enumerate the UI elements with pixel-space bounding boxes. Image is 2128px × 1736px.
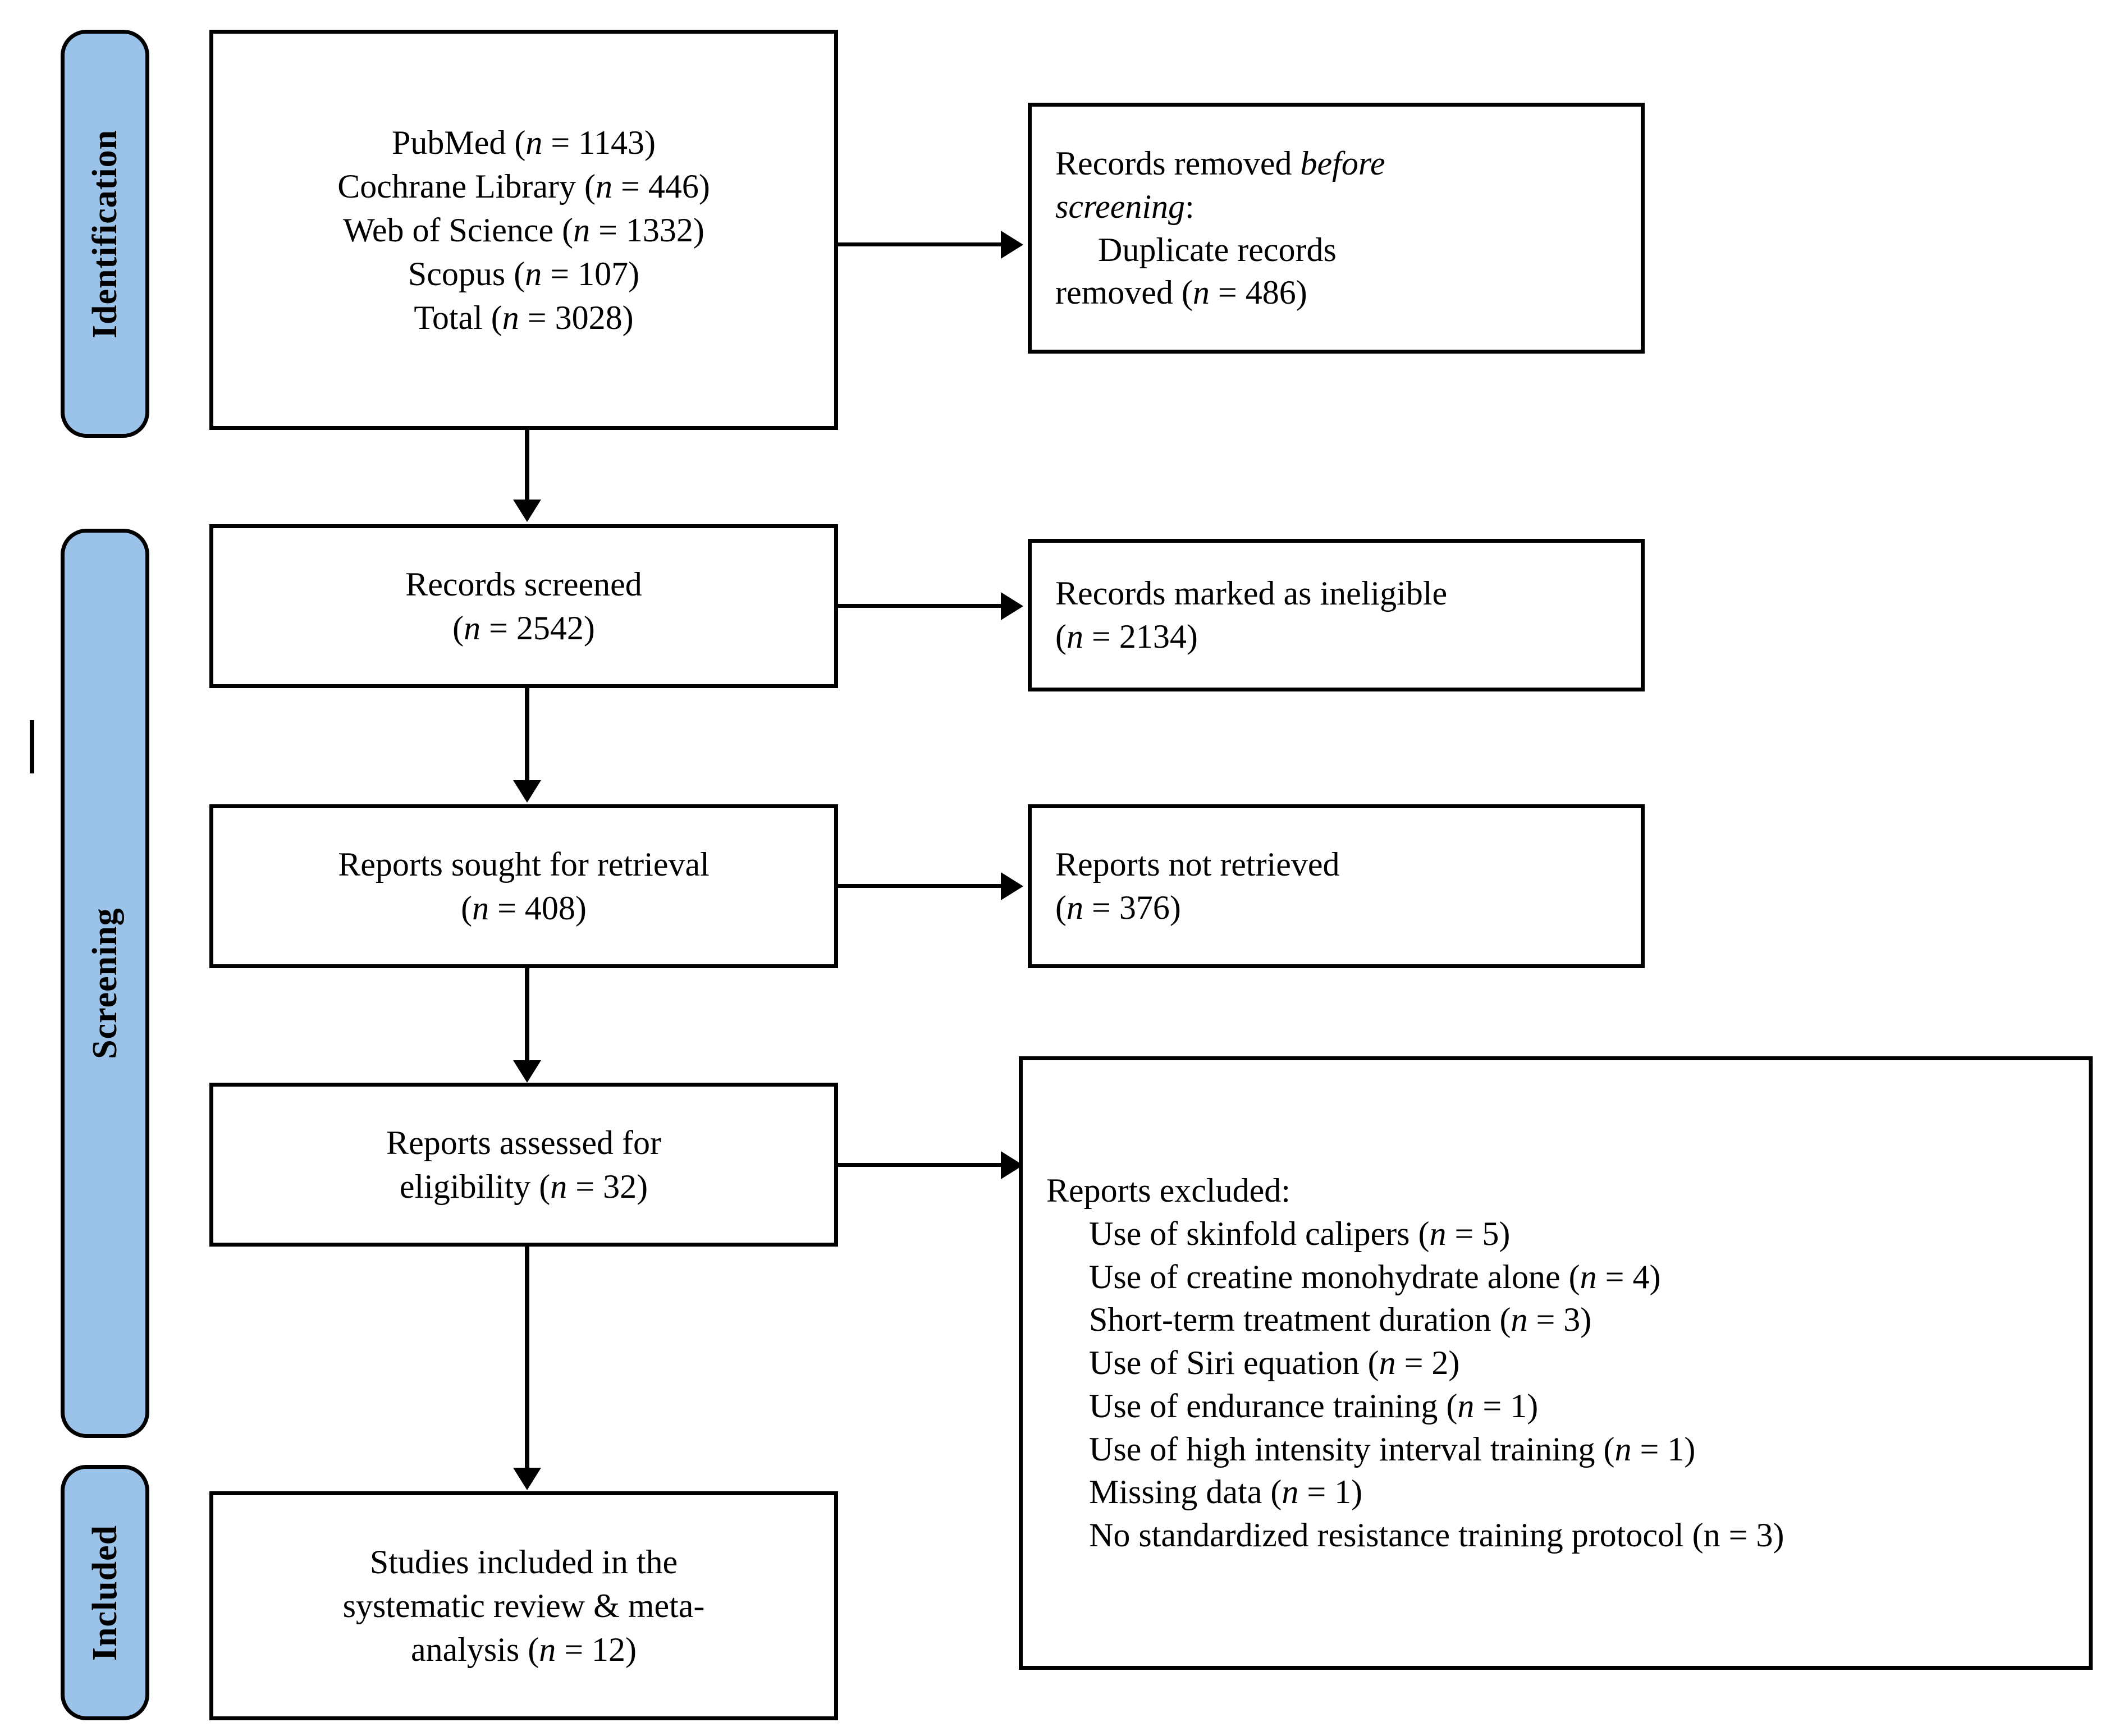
source-line-cochrane: Cochrane Library (n = 446) xyxy=(337,167,710,205)
studies-included-line-2: systematic review & meta- xyxy=(342,1587,705,1624)
records-removed-heading: Records removed before xyxy=(1055,144,1385,182)
phase-band-included: Included xyxy=(61,1465,149,1720)
reports-sought-text: Reports sought for retrieval (n = 408) xyxy=(323,842,724,930)
reports-assessed-text: Reports assessed for eligibility (n = 32… xyxy=(372,1121,676,1208)
records-ineligible-line-2: (n = 2134) xyxy=(1055,618,1198,655)
box-studies-included: Studies included in the systematic revie… xyxy=(209,1491,838,1720)
records-removed-text: Records removed before screening: Duplic… xyxy=(1032,142,1385,314)
phase-label-included: Included xyxy=(86,1524,125,1661)
arrowhead-identified-to-removed xyxy=(1001,231,1023,259)
reports-sought-line-2: (n = 408) xyxy=(461,890,587,927)
reports-not-retrieved-text: Reports not retrieved (n = 376) xyxy=(1032,843,1340,929)
arrowhead-sought-to-assessed xyxy=(513,1060,541,1083)
studies-included-line-3: analysis (n = 12) xyxy=(410,1631,637,1668)
box-records-screened: Records screened (n = 2542) xyxy=(209,524,838,688)
source-line-total: Total (n = 3028) xyxy=(414,299,634,336)
reports-assessed-line-1: Reports assessed for xyxy=(386,1124,661,1161)
reports-excluded-reason: Use of Siri equation (n = 2) xyxy=(1089,1344,1460,1382)
reports-sought-line-1: Reports sought for retrieval xyxy=(338,846,710,883)
source-line-pubmed: PubMed (n = 1143) xyxy=(392,123,656,161)
records-removed-heading-cont: screening: xyxy=(1055,187,1195,225)
phase-label-identification: Identification xyxy=(86,129,125,338)
phase-band-screening: Screening xyxy=(61,529,149,1438)
box-reports-excluded: Reports excluded: Use of skinfold calipe… xyxy=(1019,1056,2093,1670)
box-records-ineligible: Records marked as ineligible (n = 2134) xyxy=(1028,539,1645,691)
source-line-scopus: Scopus (n = 107) xyxy=(408,255,640,292)
reports-excluded-reason: Use of high intensity interval training … xyxy=(1089,1430,1696,1468)
reports-not-retrieved-line-2: (n = 376) xyxy=(1055,889,1181,926)
records-screened-text: Records screened (n = 2542) xyxy=(391,562,656,650)
connector-assessed-to-excluded xyxy=(838,1163,1001,1167)
connector-identified-to-screened xyxy=(525,430,529,503)
connector-screened-to-ineligible xyxy=(838,604,1001,608)
phase-band-identification: Identification xyxy=(61,30,149,438)
connector-sought-to-assessed xyxy=(525,968,529,1064)
phase-label-screening: Screening xyxy=(86,908,124,1059)
records-removed-detail-2: removed (n = 486) xyxy=(1055,274,1307,312)
box-records-identified: PubMed (n = 1143) Cochrane Library (n = … xyxy=(209,30,838,430)
studies-included-line-1: Studies included in the xyxy=(369,1543,678,1581)
reports-excluded-reason: Use of skinfold calipers (n = 5) xyxy=(1089,1215,1511,1252)
records-identified-text: PubMed (n = 1143) Cochrane Library (n = … xyxy=(323,121,725,340)
box-reports-assessed: Reports assessed for eligibility (n = 32… xyxy=(209,1083,838,1247)
reports-excluded-reason: Use of creatine monohydrate alone (n = 4… xyxy=(1089,1258,1661,1295)
connector-sought-to-not-retrieved xyxy=(838,884,1001,888)
stray-tick-mark xyxy=(30,720,34,773)
records-ineligible-text: Records marked as ineligible (n = 2134) xyxy=(1032,572,1447,658)
box-reports-sought: Reports sought for retrieval (n = 408) xyxy=(209,804,838,968)
records-ineligible-line-1: Records marked as ineligible xyxy=(1055,575,1448,612)
box-records-removed: Records removed before screening: Duplic… xyxy=(1028,103,1645,354)
reports-excluded-reason: Short-term treatment duration (n = 3) xyxy=(1089,1301,1592,1339)
reports-excluded-reason: Use of endurance training (n = 1) xyxy=(1089,1387,1539,1424)
arrowhead-assessed-to-included xyxy=(513,1468,541,1490)
reports-excluded-heading: Reports excluded: xyxy=(1046,1171,1290,1209)
records-removed-detail-1: Duplicate records xyxy=(1098,231,1337,268)
box-reports-not-retrieved: Reports not retrieved (n = 376) xyxy=(1028,804,1645,968)
connector-identified-to-removed xyxy=(838,242,1001,246)
connector-assessed-to-included xyxy=(525,1247,529,1471)
source-line-wos: Web of Science (n = 1332) xyxy=(343,211,704,249)
records-screened-line-2: (n = 2542) xyxy=(452,610,595,647)
reports-assessed-line-2: eligibility (n = 32) xyxy=(399,1168,648,1205)
connector-screened-to-sought xyxy=(525,688,529,784)
reports-excluded-text: Reports excluded: Use of skinfold calipe… xyxy=(1023,1169,1784,1557)
arrowhead-identified-to-screened xyxy=(513,500,541,522)
arrowhead-sought-to-not-retrieved xyxy=(1001,872,1023,900)
studies-included-text: Studies included in the systematic revie… xyxy=(328,1540,720,1671)
reports-excluded-reason: No standardized resistance training prot… xyxy=(1089,1517,1784,1554)
records-screened-line-1: Records screened xyxy=(405,566,642,603)
reports-not-retrieved-line-1: Reports not retrieved xyxy=(1055,846,1340,883)
arrowhead-screened-to-sought xyxy=(513,780,541,803)
reports-excluded-reason: Missing data (n = 1) xyxy=(1089,1473,1363,1511)
arrowhead-screened-to-ineligible xyxy=(1001,592,1023,620)
